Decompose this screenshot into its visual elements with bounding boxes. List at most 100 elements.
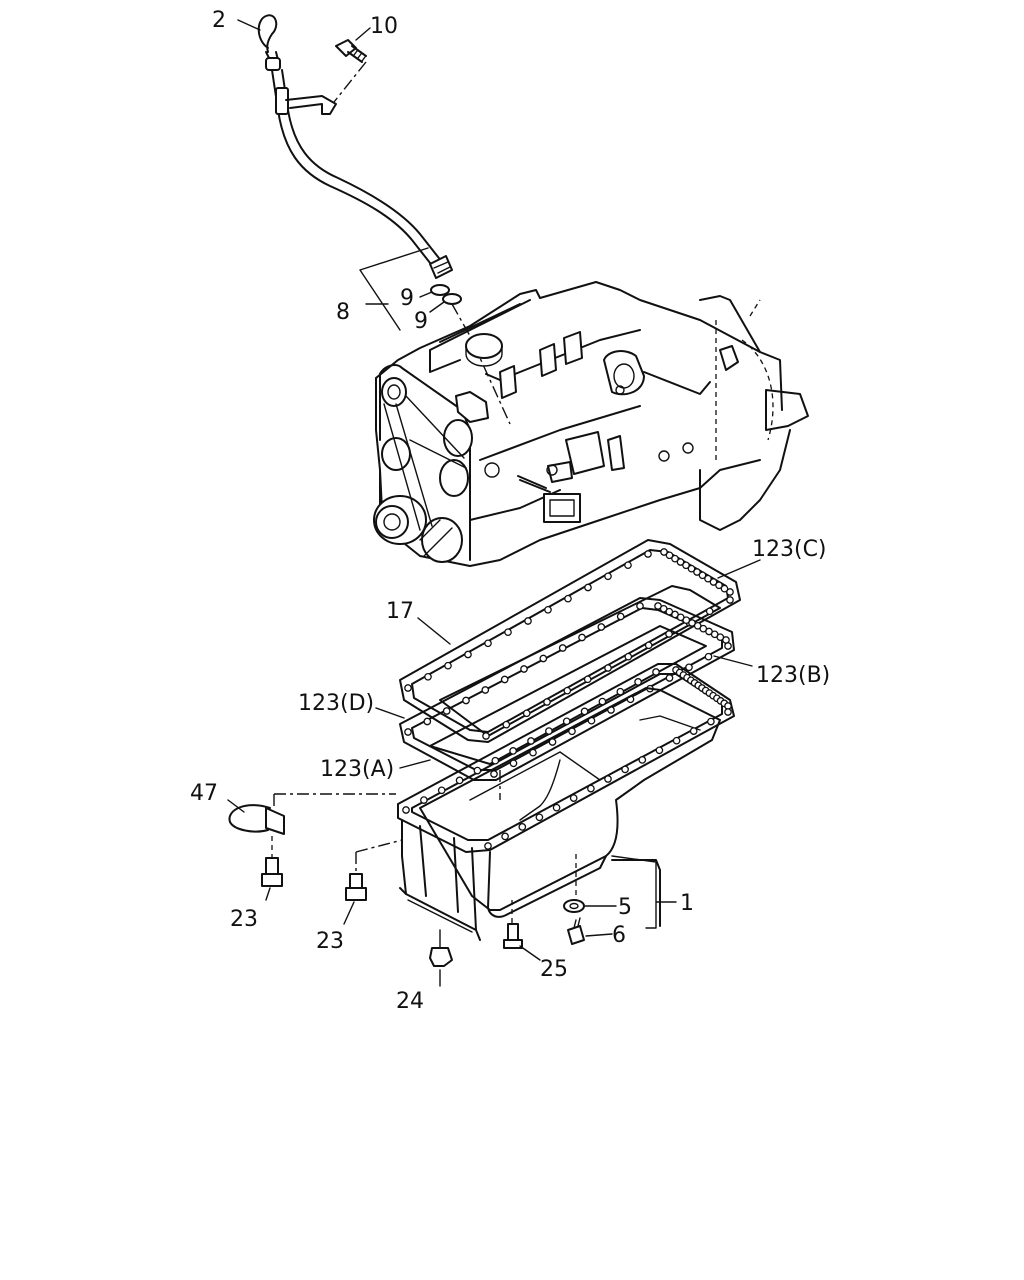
- bracket-47: [228, 793, 396, 835]
- bolt-hole: [687, 564, 696, 573]
- callout-123c: 123(C): [752, 537, 827, 562]
- bolt-hole: [520, 665, 528, 673]
- oil-filler-cap: [465, 333, 503, 359]
- bolt-hole: [604, 775, 612, 783]
- bolt-hole: [598, 697, 607, 706]
- bolt-hole: [580, 707, 589, 716]
- bolt-hole: [634, 678, 642, 686]
- bolt-hole: [671, 554, 679, 563]
- bolt-hole: [484, 639, 492, 648]
- bolt-hole: [564, 594, 572, 603]
- bolt-hole: [655, 746, 664, 755]
- callout-2: 2: [212, 8, 226, 33]
- bolt-hole: [404, 728, 412, 736]
- bolt-hole: [704, 652, 713, 661]
- bolt-hole: [705, 607, 714, 616]
- bolt-hole: [676, 558, 685, 566]
- bolt-hole: [724, 708, 732, 716]
- bolt-hole: [462, 696, 470, 705]
- bolt-10: [335, 39, 367, 63]
- bolt-hole: [665, 551, 674, 560]
- bolt-hole: [652, 668, 660, 676]
- bolt-hole: [552, 803, 561, 812]
- bolt-hole: [682, 561, 690, 570]
- dipstick-cap: [265, 57, 281, 71]
- bolt-hole: [707, 717, 715, 726]
- callout-10: 10: [370, 14, 398, 39]
- leader-lines: [227, 19, 761, 987]
- bolt-hole: [698, 571, 707, 580]
- bolt-6: [567, 917, 585, 945]
- callout-47: 47: [190, 781, 218, 806]
- bolt-hole: [481, 686, 490, 694]
- bolt-hole: [660, 548, 668, 556]
- guide-tube: [271, 69, 435, 269]
- bolt-hole: [502, 720, 511, 729]
- bolt-hole: [636, 602, 644, 610]
- callout-6: 6: [612, 923, 626, 948]
- bolt-hole: [665, 630, 673, 638]
- bolt-hole: [665, 674, 674, 682]
- callout-23-right: 23: [316, 929, 344, 954]
- callout-123a: 123(A): [320, 757, 394, 782]
- bolt-hole: [535, 813, 544, 822]
- bolt-hole: [522, 709, 531, 718]
- bolt-hole: [720, 584, 729, 593]
- gasket-123b: [399, 597, 735, 781]
- bolt-hole: [715, 581, 723, 590]
- bolt-hole: [578, 633, 586, 642]
- bolt-hole: [563, 686, 572, 695]
- bolt-hole: [704, 574, 712, 583]
- oil-pan: [397, 663, 735, 941]
- bolt-hole: [539, 654, 548, 663]
- callout-bracket-8: [359, 247, 429, 331]
- gasket-stack: [399, 539, 741, 781]
- bolt-hole: [524, 617, 532, 625]
- bolt-hole: [604, 572, 612, 581]
- bolt-hole: [689, 727, 698, 735]
- bolt-hole: [529, 748, 537, 757]
- bolt-hole: [644, 641, 653, 650]
- callout-123b: 123(B): [756, 663, 830, 688]
- bolt-hole: [423, 717, 432, 726]
- bolt-hole: [569, 794, 578, 802]
- bolt-hole: [444, 661, 452, 670]
- bolt-hole: [509, 747, 517, 755]
- callout-25: 25: [540, 957, 568, 982]
- bolt-hole: [455, 776, 464, 785]
- bolt-hole: [584, 583, 592, 592]
- callout-9-upper: 9: [400, 286, 414, 311]
- bolt-hole: [484, 842, 492, 850]
- bolt-hole: [490, 770, 498, 778]
- bolt-hole: [685, 663, 693, 672]
- gasket-123c: [439, 585, 721, 737]
- bolt-23-left: [261, 836, 283, 887]
- bolt-hole: [548, 738, 557, 746]
- callout-1: 1: [680, 891, 694, 916]
- bolt-hole: [587, 784, 595, 793]
- bolt-hole: [500, 675, 509, 684]
- bolt-hole: [616, 612, 625, 621]
- gasket-bolt-holes: [404, 548, 734, 778]
- bolt-hole: [583, 675, 592, 684]
- tube-bracket: [285, 95, 337, 115]
- bolt-hole: [543, 698, 551, 706]
- callout-labels: 2 10 8 9 9 123(C) 17 123(B) 123(D) 123(A…: [190, 8, 830, 1014]
- bolt-hole: [527, 737, 535, 745]
- bolt-hole: [437, 786, 446, 795]
- bolt-hole: [482, 732, 490, 740]
- bolt-hole: [724, 642, 732, 650]
- washer-5: [563, 854, 585, 913]
- bolt-hole: [604, 664, 612, 672]
- bolt-hole: [420, 796, 428, 804]
- bolt-23-right: [345, 839, 403, 901]
- bolt-hole: [644, 550, 652, 558]
- bolt-hole: [709, 578, 718, 586]
- bolt-hole: [616, 687, 625, 696]
- callout-24: 24: [396, 989, 424, 1014]
- bolt-hole: [597, 623, 606, 631]
- engine-mount: [765, 389, 809, 431]
- bolt-hole: [501, 832, 509, 841]
